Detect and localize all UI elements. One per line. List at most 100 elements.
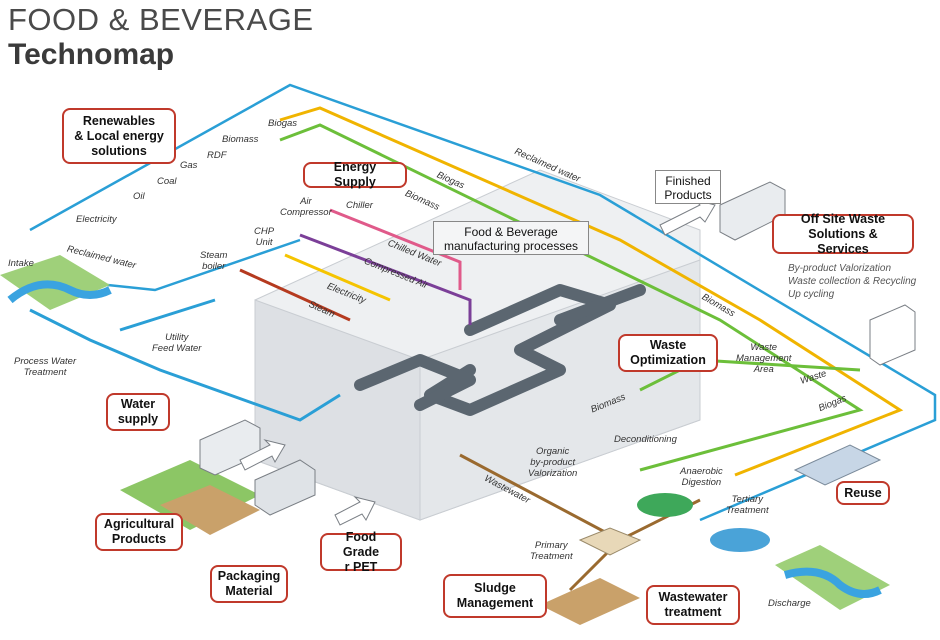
box-text: Agricultural — [103, 517, 175, 531]
box-text: Water — [120, 397, 156, 411]
label-biogas: Biogas — [268, 118, 298, 129]
label-rdf: RDF — [207, 150, 227, 161]
label-primary: Primary Treatment — [530, 540, 573, 562]
label-gas: Gas — [180, 160, 198, 171]
box-text: Sludge — [474, 581, 516, 595]
box-text: Solutions & Services — [808, 226, 878, 256]
label-line: Tertiary — [731, 494, 763, 505]
box-text: Off Site Waste — [800, 211, 886, 226]
label-line: Feed Water — [152, 343, 202, 354]
farmland — [120, 460, 260, 535]
label-line: Organic — [536, 446, 570, 457]
water-supply-line — [29, 298, 341, 422]
title-line1: FOOD & BEVERAGE — [8, 2, 314, 37]
label-tertiary: Tertiary Treatment — [726, 494, 769, 516]
label-line: Valorization — [528, 468, 578, 479]
label-biomass: Biomass — [222, 134, 259, 145]
label-organic: Organic by-product Valorization — [528, 446, 577, 479]
arrow-finished — [659, 199, 716, 236]
biogas-top-line — [279, 106, 904, 477]
electricity-line — [284, 253, 391, 302]
discharge-river — [775, 545, 890, 610]
anaerobic-digester — [637, 493, 693, 517]
box-packaging[interactable]: Packaging Material — [210, 565, 288, 603]
arrow-agri — [239, 439, 286, 471]
box-energy-supply[interactable]: Energy Supply — [303, 160, 407, 189]
box-finished-products[interactable]: Finished Products — [655, 170, 721, 204]
wastewater-line — [459, 453, 701, 592]
box-text: Products — [664, 188, 712, 202]
box-manufacturing[interactable]: Food & Beverage manufacturing processes — [433, 221, 589, 255]
title-line2: Technomap — [8, 38, 175, 71]
label-discharge: Discharge — [768, 598, 811, 609]
box-wastewater-treatment[interactable]: Wastewater treatment — [646, 585, 740, 625]
box-text: Finished — [665, 174, 711, 188]
label-air-compressor: Air Compressor — [280, 196, 332, 218]
label-electricity: Electricity — [76, 214, 117, 225]
label-line: Management — [736, 353, 792, 364]
box-renewables[interactable]: Renewables & Local energy solutions — [62, 108, 176, 164]
box-text: Waste — [649, 338, 687, 352]
label-line: Area — [753, 364, 774, 375]
biomass-top-line — [279, 123, 864, 472]
box-text: supply — [117, 412, 159, 426]
compressed-air-line — [299, 233, 472, 325]
label-coal: Coal — [157, 176, 177, 187]
steam-line — [239, 268, 351, 322]
box-offsite[interactable]: Off Site Waste Solutions & Services — [772, 211, 914, 256]
label-line: Air — [300, 196, 312, 207]
label-line: boiler — [202, 261, 226, 272]
box-text: Products — [111, 532, 167, 546]
intake-river — [0, 255, 112, 310]
box-waste-optimization[interactable]: Waste Optimization — [618, 334, 718, 372]
box-text: & Local energy — [74, 128, 164, 143]
box-water-supply[interactable]: Water supply — [106, 393, 170, 431]
reclaimed-water-top-line — [29, 83, 937, 522]
label-process-water: Process Water Treatment — [14, 356, 76, 378]
label-chp: CHP Unit — [254, 226, 274, 248]
label-line: Utility — [165, 332, 189, 343]
box-text: Food Grade — [342, 529, 380, 559]
offsite-note: Waste collection & Recycling — [788, 276, 917, 287]
box-agricultural[interactable]: Agricultural Products — [95, 513, 183, 551]
offsite-note: By-product Valorization — [788, 263, 892, 274]
box-text: Packaging — [217, 569, 281, 583]
label-line: Treatment — [726, 505, 769, 516]
label-chiller: Chiller — [346, 200, 373, 211]
box-text: treatment — [664, 605, 722, 619]
box-text: Energy Supply — [333, 160, 377, 189]
label-line: Digestion — [681, 477, 722, 488]
box-text: solutions — [91, 143, 147, 158]
box-food-grade[interactable]: Food Grade r PET — [320, 529, 402, 574]
label-intake: Intake — [8, 258, 34, 269]
box-text: r PET — [344, 559, 378, 574]
label-line: by-product — [530, 457, 576, 468]
label-deconditioning: Deconditioning — [614, 434, 677, 445]
label-line: Treatment — [530, 551, 573, 562]
label-line: Treatment — [23, 367, 67, 378]
offsite-note: Up cycling — [788, 289, 835, 300]
chilled-water-line — [329, 208, 462, 290]
arrow-packaging — [334, 496, 376, 526]
box-reuse[interactable]: Reuse — [836, 481, 890, 505]
label-oil: Oil — [133, 191, 145, 202]
offsite-notes: By-product Valorization Waste collection… — [788, 262, 916, 301]
label-line: Anaerobic — [680, 466, 723, 477]
box-text: Reuse — [844, 485, 882, 500]
primary-treatment-unit — [578, 527, 642, 556]
truck-tanker — [254, 459, 316, 516]
sludge-field — [540, 578, 640, 625]
label-line: Unit — [255, 237, 273, 248]
tertiary-clarifier — [710, 528, 770, 552]
box-text: Management — [456, 596, 534, 610]
label-steam-boiler: Steam boiler — [200, 250, 227, 272]
box-text: Wastewater — [658, 590, 728, 604]
box-text: Optimization — [630, 353, 706, 367]
box-text: Material — [225, 584, 273, 598]
label-anaerobic: Anaerobic Digestion — [680, 466, 723, 488]
reuse-unit — [793, 444, 882, 486]
box-text: Food & Beverage — [464, 225, 558, 239]
box-sludge[interactable]: Sludge Management — [443, 574, 547, 618]
